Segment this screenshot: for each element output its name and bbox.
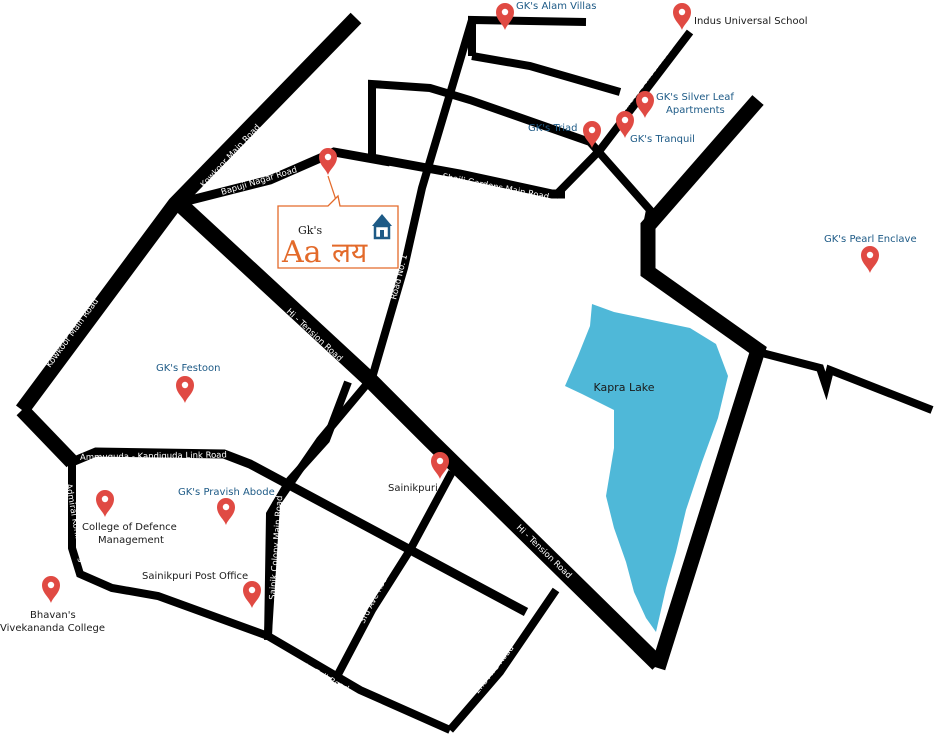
road-ammuguda-link	[70, 447, 529, 616]
logo-frame	[277, 194, 399, 269]
pin-icon[interactable]	[217, 498, 235, 525]
place-labels: GK's Alam Villas Indus Universal School …	[0, 1, 917, 634]
place-label-post-office[interactable]: Sainikpuri Post Office	[142, 571, 248, 582]
road-label-hi-tension-lower: Hi - Tension Road	[514, 523, 573, 581]
road-bapuji-nagar	[173, 147, 391, 209]
place-label-alam-villas[interactable]: GK's Alam Villas	[516, 1, 596, 12]
place-label-silver-leaf-2[interactable]: Apartments	[666, 105, 725, 116]
road-label-2nd-ave: 2nd Ave Road	[472, 644, 516, 696]
road-label-bapuji-nagar: Bapuji Nagar Road	[220, 165, 298, 198]
house-icon	[372, 214, 392, 240]
road-sainik-colony	[264, 380, 352, 641]
road-hi-tension	[176, 200, 664, 670]
place-label-pravish-abode[interactable]: GK's Pravish Abode	[178, 487, 275, 498]
pin-icon[interactable]	[673, 3, 691, 30]
place-label-college-defence[interactable]: College of Defence	[82, 522, 177, 533]
place-label-indus-school[interactable]: Indus Universal School	[694, 16, 807, 27]
road-label-hi-tension-upper: Hi - Tension Road	[284, 307, 344, 364]
pin-icon[interactable]	[636, 91, 654, 118]
road-alam-mid	[471, 52, 622, 96]
road-label-kowkoor-lower: Kowkoor Main Road	[44, 297, 101, 370]
road-label-ammuguda-link: Ammuguda - Kandiguda Link Road	[80, 450, 227, 463]
road-2nd-ave	[446, 587, 560, 733]
place-label-silver-leaf[interactable]: GK's Silver Leaf	[656, 92, 734, 103]
road-label-3rd-ave: 3rd Ave Road	[358, 571, 393, 626]
place-label-sainikpuri[interactable]: Sainikpuri	[388, 483, 438, 494]
logo-devanagari: लय	[332, 236, 368, 269]
kapra-lake	[565, 304, 728, 632]
road-north-loop	[368, 79, 655, 221]
place-label-triad[interactable]: GK's Triad	[528, 123, 577, 134]
place-label-college-defence-2[interactable]: Management	[98, 535, 164, 546]
pin-icon[interactable]	[96, 490, 114, 517]
pin-icon[interactable]	[176, 376, 194, 403]
pin-icon[interactable]	[496, 3, 514, 30]
place-label-tranquil[interactable]: GK's Tranquil	[630, 134, 695, 145]
road-east-spur	[757, 348, 934, 414]
road-alam-top	[468, 15, 587, 56]
road-shaili-gardens	[371, 153, 565, 199]
road-admiral-marg	[68, 462, 452, 734]
roads	[15, 12, 934, 734]
place-label-festoon[interactable]: GK's Festoon	[156, 363, 221, 374]
road-3rd-ave	[330, 470, 456, 684]
aalay-logo: Gk's Aa लय	[277, 175, 399, 270]
pin-icon[interactable]	[861, 246, 879, 273]
pin-icon[interactable]	[243, 581, 261, 608]
pin-icon[interactable]	[42, 576, 60, 603]
road-east-loop	[640, 95, 767, 671]
pin-icon[interactable]	[319, 148, 337, 175]
lake-label: Kapra Lake	[593, 381, 654, 394]
place-label-bhavans-2[interactable]: Vivekananda College	[0, 623, 105, 634]
logo-prefix: Gk's	[298, 224, 322, 237]
place-label-bhavans[interactable]: Bhavan's	[30, 610, 76, 621]
place-label-pearl-enclave[interactable]: GK's Pearl Enclave	[824, 234, 917, 245]
road-kowkoor-lower	[16, 404, 78, 468]
logo-latin: Aa	[281, 235, 322, 270]
